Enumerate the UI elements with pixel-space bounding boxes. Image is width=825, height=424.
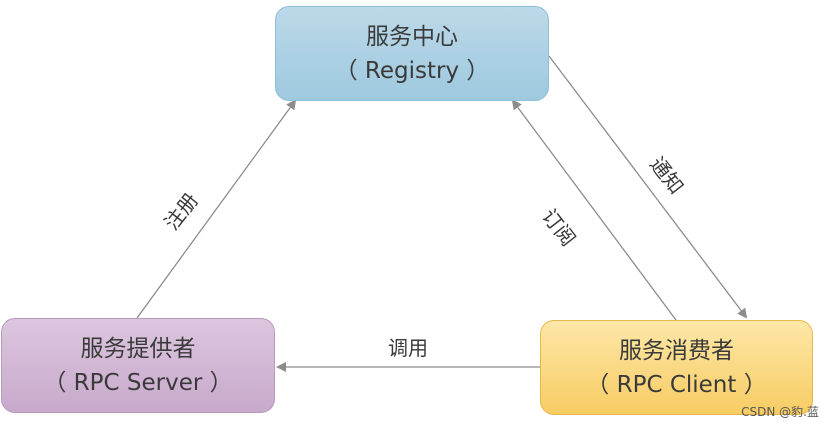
register-arrow: [136, 99, 297, 319]
consumer-title: 服务消费者: [619, 337, 734, 364]
provider-title: 服务提供者: [80, 335, 196, 362]
provider-node: 服务提供者 （ RPC Server ）: [1, 318, 275, 413]
registry-node: 服务中心 （ Registry ）: [275, 6, 549, 101]
consumer-subtitle: （ RPC Client ）: [586, 371, 767, 398]
registry-subtitle: （ Registry ）: [334, 57, 490, 84]
subscribe-arrow: [511, 99, 677, 321]
notify-arrow: [548, 55, 748, 319]
consumer-node: 服务消费者 （ RPC Client ）: [540, 320, 813, 415]
provider-subtitle: （ RPC Server ）: [43, 369, 233, 396]
registry-title: 服务中心: [366, 23, 458, 50]
watermark: CSDN @豹.蓝: [741, 405, 819, 419]
invoke-label: 调用: [388, 336, 428, 360]
